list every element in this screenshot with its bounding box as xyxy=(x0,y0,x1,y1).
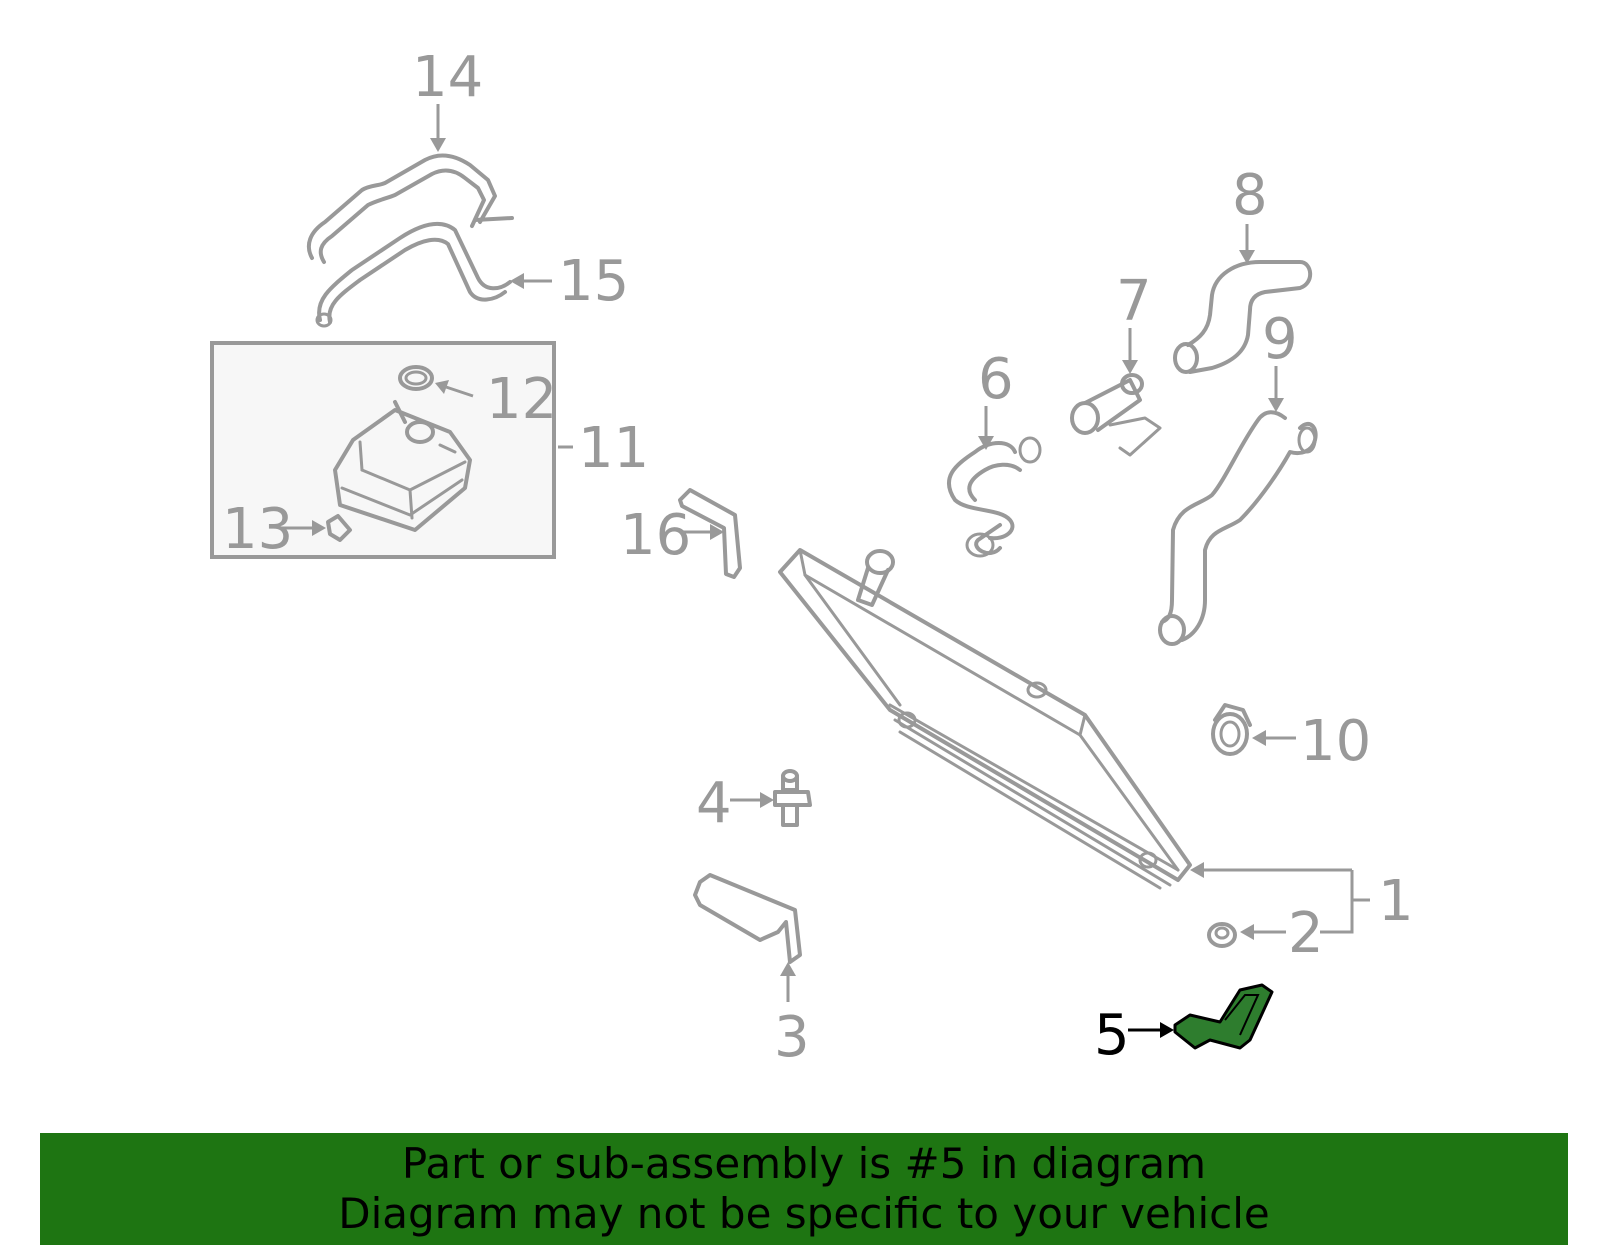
callout-5-highlighted: 5 xyxy=(1094,1003,1130,1068)
info-banner: Part or sub-assembly is #5 in diagram Di… xyxy=(40,1133,1568,1245)
banner-line-2: Diagram may not be specific to your vehi… xyxy=(338,1189,1270,1238)
callout-6: 6 xyxy=(978,347,1014,412)
part-10-clamp[interactable] xyxy=(1211,703,1252,756)
callout-11: 11 xyxy=(578,416,649,481)
callout-9: 9 xyxy=(1262,307,1298,372)
callout-14: 14 xyxy=(412,45,483,110)
callout-10: 10 xyxy=(1300,709,1371,774)
part-3-bracket[interactable] xyxy=(693,873,802,964)
part-9-hose[interactable] xyxy=(1158,410,1318,646)
callout-1: 1 xyxy=(1378,869,1414,934)
callout-7: 7 xyxy=(1116,269,1152,334)
part-5-bracket[interactable] xyxy=(1173,983,1274,1050)
callout-4: 4 xyxy=(696,771,732,836)
callout-2: 2 xyxy=(1288,901,1324,966)
leader-lines xyxy=(282,104,1370,1038)
part-11-reservoir[interactable] xyxy=(333,400,472,532)
part-13-clip[interactable] xyxy=(326,514,352,542)
part-15-hose[interactable] xyxy=(315,221,512,328)
part-8-hose[interactable] xyxy=(1173,260,1313,374)
part-1-radiator[interactable] xyxy=(778,548,1192,890)
callout-16: 16 xyxy=(620,503,691,568)
part-12-seal[interactable] xyxy=(398,365,434,391)
banner-line-1: Part or sub-assembly is #5 in diagram xyxy=(401,1139,1207,1188)
callout-8: 8 xyxy=(1232,163,1268,228)
callout-12: 12 xyxy=(486,367,557,432)
callout-15: 15 xyxy=(558,249,629,314)
part-6-hose[interactable] xyxy=(947,436,1042,558)
callout-13: 13 xyxy=(222,497,293,562)
part-4-bolt[interactable] xyxy=(773,769,812,827)
callout-3: 3 xyxy=(774,1005,810,1070)
part-2-grommet[interactable] xyxy=(1207,922,1237,948)
part-14-hose[interactable] xyxy=(306,153,514,264)
part-7-fitting[interactable] xyxy=(1070,373,1162,457)
part-16-bracket[interactable] xyxy=(678,488,742,579)
